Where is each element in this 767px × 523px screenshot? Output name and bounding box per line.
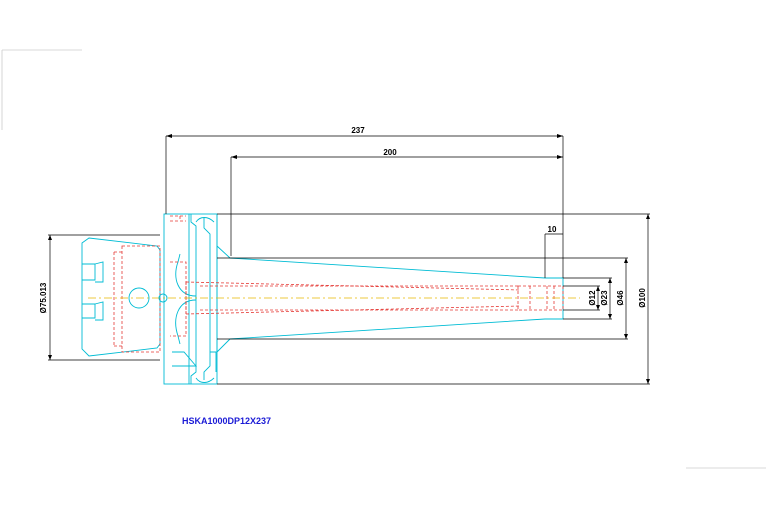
dim-hsk-dia: Ø75.013 <box>39 282 48 313</box>
dimension-lines <box>48 135 650 385</box>
dim-shank-length: 200 <box>383 148 397 157</box>
dim-tip-dia: Ø23 <box>600 290 609 306</box>
drive-hole <box>128 287 150 309</box>
tool-holder-outline <box>81 213 564 385</box>
dim-tip-length: 10 <box>548 225 557 234</box>
hidden-lines <box>113 215 564 353</box>
dimension-arrows <box>48 134 650 384</box>
dim-flange-dia: Ø100 <box>638 288 647 308</box>
center-point <box>158 293 168 303</box>
dim-overall-length: 237 <box>351 126 365 135</box>
dim-collar-dia: Ø46 <box>616 290 625 306</box>
frame-marks <box>1 49 766 469</box>
part-number-label: HSKA1000DP12X237 <box>182 416 272 426</box>
dim-bore-dia: Ø12 <box>588 290 597 306</box>
